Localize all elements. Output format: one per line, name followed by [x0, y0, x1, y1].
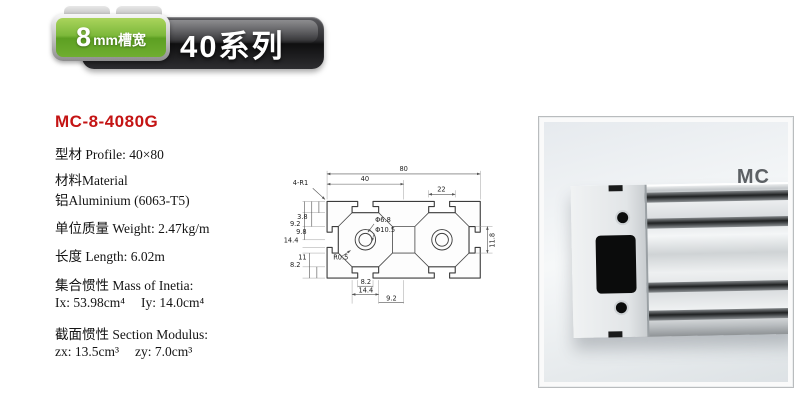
series-title: 40系列: [180, 28, 285, 64]
profile-groove: [642, 189, 788, 203]
model-number: MC-8-4080G: [55, 112, 159, 131]
dim-8-2-left: 8.2: [290, 261, 301, 269]
dim-phi-6-8: Φ6.8: [375, 216, 391, 224]
dim-r0-5: R0.5: [333, 254, 348, 262]
header-badge-group: 40系列 8 mm槽宽: [52, 5, 324, 75]
spec-modulus-zx: zx: 13.5cm³: [55, 344, 120, 359]
dim-4r1: 4-R1: [293, 179, 308, 187]
product-photo: MC: [544, 122, 788, 382]
slot-width-label: mm槽宽: [93, 31, 146, 48]
spec-modulus-values: zx: 13.5cm³ zy: 7.0cm³: [55, 344, 192, 360]
dimension-lines: [304, 172, 489, 303]
slot-width-number: 8: [76, 22, 92, 52]
dim-11: 11: [298, 254, 306, 262]
dim-phi-10-5: Φ10.5: [375, 226, 395, 234]
dim-80: 80: [399, 165, 407, 173]
spec-material-label: 材料Material: [55, 173, 128, 188]
end-face-slot-notch: [608, 331, 623, 338]
product-photo-frame: MC: [538, 116, 794, 388]
profile-groove: [644, 279, 788, 293]
dim-8-2-bottom: 8.2: [361, 278, 372, 286]
spec-inertia-iy: Iy: 14.0cm⁴: [140, 295, 205, 310]
profile-end-face: [570, 184, 650, 339]
brand-mark: MC: [736, 166, 770, 188]
end-face-cavity: [595, 234, 637, 294]
profile-photo-body: [570, 181, 788, 339]
section-drawing: 80 40 22 4-R1 3.8 9.2 9.8 14.4 11 8.2 Φ6…: [276, 160, 516, 340]
dim-14-4-left: 14.4: [284, 236, 299, 244]
end-face-slot-notch: [608, 185, 623, 192]
spec-length: 长度 Length: 6.02m: [55, 249, 165, 264]
end-face-hole: [615, 302, 628, 314]
dim-14-4-bottom: 14.4: [358, 286, 373, 294]
slot-width-badge-face: 8 mm槽宽: [56, 18, 166, 57]
slot-width-badge: 8 mm槽宽: [52, 14, 170, 61]
spec-modulus-zy: zy: 7.0cm³: [135, 344, 193, 359]
spec-modulus-label: 截面惯性 Section Modulus:: [55, 327, 209, 342]
end-face-hole: [617, 212, 629, 224]
dim-22: 22: [437, 185, 445, 193]
spec-profile: 型材 Profile: 40×80: [55, 147, 164, 162]
dim-9-8: 9.8: [296, 228, 307, 236]
profile-groove: [643, 215, 788, 229]
spec-inertia-values: Ix: 53.98cm⁴ Iy: 14.0cm⁴: [55, 295, 204, 311]
dim-11-8: 11.8: [489, 233, 497, 248]
profile-outline: [326, 200, 481, 279]
profile-groove: [644, 307, 788, 321]
spec-inertia-ix: Ix: 53.98cm⁴: [55, 295, 125, 310]
spec-weight: 单位质量 Weight: 2.47kg/m: [55, 221, 210, 236]
section-drawing-svg: 80 40 22 4-R1 3.8 9.2 9.8 14.4 11 8.2 Φ6…: [284, 165, 497, 304]
dim-40: 40: [361, 175, 369, 183]
spec-inertia-label: 集合惯性 Mass of Inetia:: [55, 278, 194, 293]
dim-9-2-left: 9.2: [290, 220, 301, 228]
dim-3-8: 3.8: [297, 213, 308, 221]
spec-material-value: 铝Aluminium (6063-T5): [55, 193, 190, 208]
profile-inner-webs: [338, 212, 470, 268]
dim-9-2-bottom: 9.2: [386, 295, 397, 303]
